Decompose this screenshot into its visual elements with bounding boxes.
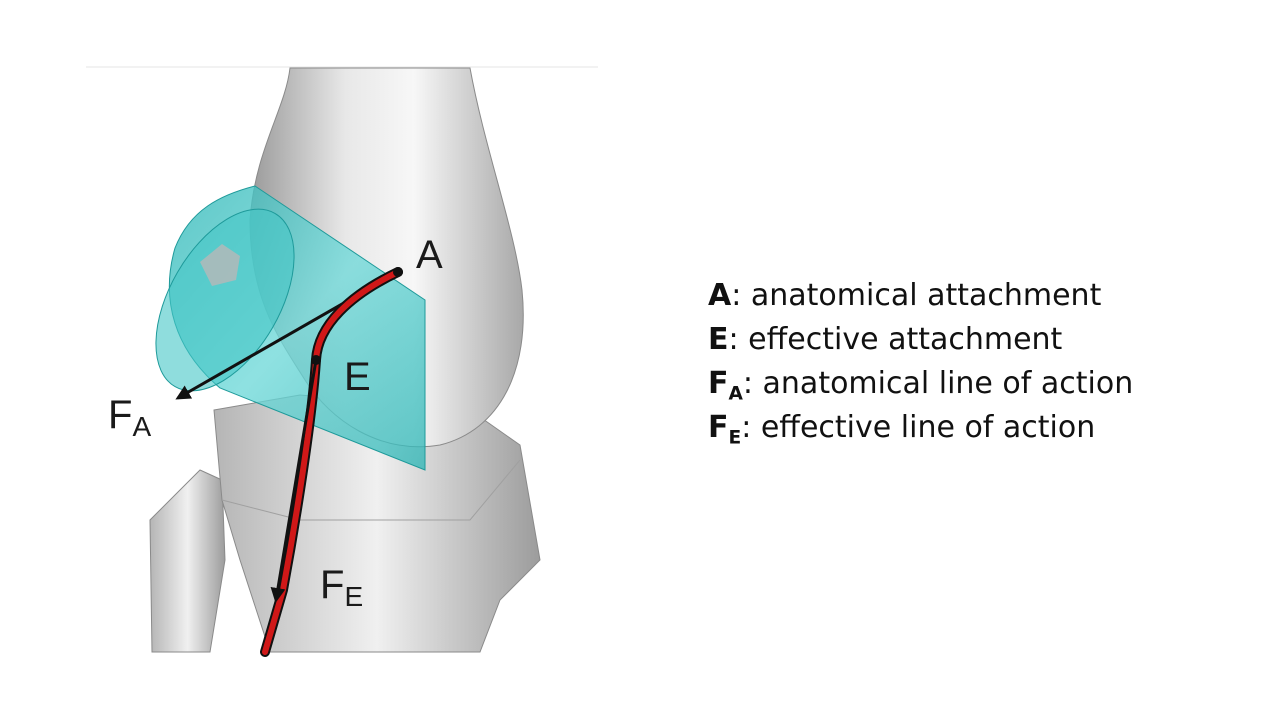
legend-key: E bbox=[708, 322, 729, 357]
legend: A: anatomical attachment E: effective at… bbox=[708, 274, 1133, 450]
legend-item-anatomical-line-of-action: FA: anatomical line of action bbox=[708, 362, 1133, 406]
label-e: E bbox=[344, 355, 371, 399]
legend-key: FE bbox=[708, 410, 742, 449]
legend-item-anatomical-attachment: A: anatomical attachment bbox=[708, 274, 1133, 318]
effective-attachment-point bbox=[311, 355, 321, 365]
legend-key: A bbox=[708, 278, 732, 313]
cylinder-end-cap bbox=[155, 208, 295, 392]
legend-text: : effective line of action bbox=[741, 410, 1096, 445]
legend-item-effective-line-of-action: FE: effective line of action bbox=[708, 406, 1133, 450]
legend-text: : anatomical line of action bbox=[742, 366, 1134, 401]
label-a: A bbox=[416, 233, 443, 277]
label-fa: FA bbox=[108, 393, 151, 442]
effective-line-of-action bbox=[270, 359, 318, 603]
legend-item-effective-attachment: E: effective attachment bbox=[708, 318, 1133, 362]
anatomical-attachment-point bbox=[393, 267, 403, 277]
legend-text: : effective attachment bbox=[728, 322, 1063, 357]
label-fe: FE bbox=[320, 563, 363, 612]
legend-text: : anatomical attachment bbox=[731, 278, 1102, 313]
knee-joint-diagram: A E FA FE bbox=[86, 66, 598, 657]
legend-key: FA bbox=[708, 366, 743, 405]
fibula-bone bbox=[149, 469, 226, 653]
